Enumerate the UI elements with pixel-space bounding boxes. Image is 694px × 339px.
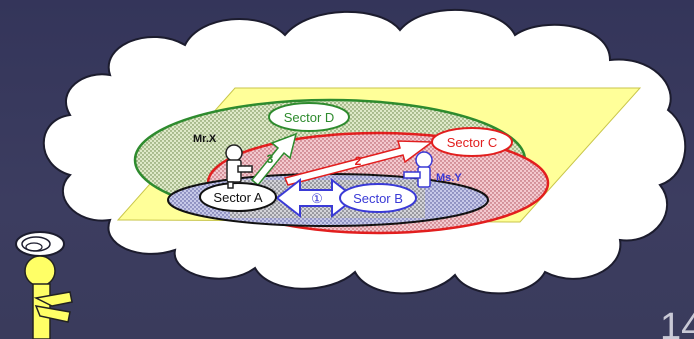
mr-x-label: Mr.X [193,133,217,145]
mr-x-figure [225,144,253,189]
sector-c-label-box [431,127,513,157]
sector-b-label: Sector B [353,191,403,206]
sector-b-label-box [339,183,417,213]
ms-y-label: Ms.Y [436,172,462,184]
slide-number: 14 [660,306,694,339]
arrow-3 [250,132,298,187]
arrow-1-label: ① [311,191,323,206]
sector-a-label-box [199,182,277,212]
thinker-figure [24,255,73,339]
arrow-2-label: 2 [355,154,362,168]
sector-d-label: Sector D [284,110,335,125]
ms-y-figure [403,151,433,188]
sector-c-label: Sector C [447,135,498,150]
sector-d-label-box [268,102,350,132]
thought-bubble-small [25,242,43,252]
arrow-2 [283,140,435,186]
sector-a-label: Sector A [213,190,262,205]
arrow-3-label: 3 [267,152,274,166]
